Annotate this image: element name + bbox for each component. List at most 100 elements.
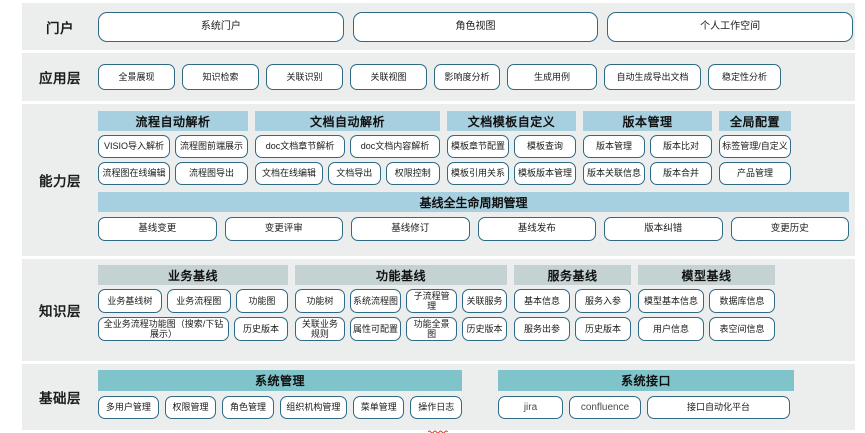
cap-group-version-mgmt: 版本管理 版本管理 版本比对 版本关联信息 版本合并 [583,111,712,185]
kn-pill-business-baseline-tree[interactable]: 业务基线树 [98,289,162,313]
kn-pill-subprocess-mgmt[interactable]: 子流程管理 [406,289,458,313]
kn-pill-history-version[interactable]: 历史版本 [575,317,631,341]
cap-pill-flow-online-edit[interactable]: 流程图在线编辑 [98,162,170,185]
baseline-item-version-correction[interactable]: 版本纠错 [604,217,723,241]
baseline-lifecycle-block: 基线全生命周期管理 基线变更 变更评审 基线修订 基线发布 版本纠错 变更历史 [98,192,849,241]
app-item-knowledge-search[interactable]: 知识检索 [182,64,259,90]
app-item-panorama[interactable]: 全景展现 [98,64,175,90]
foundation-body: 系统管理 多用户管理 权限管理 角色管理 组织机构管理 菜单管理 操作日志 系统… [98,364,855,433]
portal-items: 系统门户 角色视图 个人工作空间 [98,11,855,42]
kn-pill-function-tree[interactable]: 功能树 [295,289,345,313]
layer-application: 应用层 全景展现 知识检索 关联识别 关联视图 影响度分析 生成用例 自动生成导… [22,53,855,101]
portal-item-role-view[interactable]: 角色视图 [352,11,599,42]
kn-pill-related-business-rule[interactable]: 关联业务规则 [295,317,345,341]
cap-group-doc-parsing: 文档自动解析 doc文档章节解析 doc文档内容解析 文档在线编辑 文档导出 权… [255,111,440,185]
baseline-item-change[interactable]: 基线变更 [98,217,217,241]
cap-pill-flow-frontend-display[interactable]: 流程图前端展示 [175,135,248,158]
cap-pill-template-chapter-config[interactable]: 模板章节配置 [447,135,509,158]
cap-pill-template-query[interactable]: 模板查询 [514,135,576,158]
cap-group-title: 文档模板自定义 [447,111,576,131]
kn-pill-user-info[interactable]: 用户信息 [638,317,704,341]
baseline-lifecycle-title: 基线全生命周期管理 [98,192,849,212]
kn-group-title: 模型基线 [638,265,775,285]
cap-pill-doc-content-parse[interactable]: doc文档内容解析 [350,135,440,158]
kn-pill-function-chart[interactable]: 功能图 [235,289,288,313]
kn-pill-attribute-configurable[interactable]: 属性可配置 [349,317,402,341]
kn-pill-service-output-params[interactable]: 服务出参 [514,317,570,341]
cap-group-title: 流程自动解析 [98,111,248,131]
layer-label-capability: 能力层 [39,174,81,189]
baseline-item-revision[interactable]: 基线修订 [351,217,470,241]
kn-pill-tablespace-info[interactable]: 表空间信息 [709,317,775,341]
kn-pill-service-input-params[interactable]: 服务入参 [575,289,631,313]
base-pill-multi-user-mgmt[interactable]: 多用户管理 [98,396,159,419]
kn-pill-system-flow-chart[interactable]: 系统流程图 [349,289,402,313]
baseline-item-change-review[interactable]: 变更评审 [224,217,343,241]
capability-body: 流程自动解析 VISIO导入解析 流程图前端展示 流程图在线编辑 流程图导出 [98,104,855,256]
kn-pill-model-basic-info[interactable]: 模型基本信息 [638,289,704,313]
cap-pill-version-relation-info[interactable]: 版本关联信息 [583,162,645,185]
cap-group-title: 全局配置 [719,111,791,131]
layer-label-application: 应用层 [39,71,81,86]
kn-group-service-baseline: 服务基线 基本信息 服务入参 服务出参 历史版本 [514,265,631,341]
base-pill-confluence[interactable]: confluence [569,396,641,419]
cap-pill-tag-mgmt-custom[interactable]: 标签管理/自定义 [719,135,791,158]
application-items: 全景展现 知识检索 关联识别 关联视图 影响度分析 生成用例 自动生成导出文档 … [98,64,855,90]
cap-pill-product-mgmt[interactable]: 产品管理 [719,162,791,185]
layer-knowledge: 知识层 业务基线 业务基线树 业务流程图 功能图 全业务流程功能图（搜索/下钻展… [22,259,855,361]
app-item-stability-analysis[interactable]: 稳定性分析 [708,64,781,90]
kn-group-model-baseline: 模型基线 模型基本信息 数据库信息 用户信息 表空间信息 [638,265,775,341]
kn-pill-function-panorama[interactable]: 功能全景图 [406,317,458,341]
app-item-relation-recognition[interactable]: 关联识别 [266,64,343,90]
base-group-system-mgmt: 系统管理 多用户管理 权限管理 角色管理 组织机构管理 菜单管理 操作日志 [98,370,462,419]
cap-pill-doc-online-edit[interactable]: 文档在线编辑 [255,162,324,185]
cap-pill-version-compare[interactable]: 版本比对 [650,135,712,158]
layer-label-knowledge: 知识层 [39,304,81,319]
cap-pill-doc-chapter-parse[interactable]: doc文档章节解析 [255,135,345,158]
cap-group-title: 文档自动解析 [255,111,440,131]
cap-pill-permission-control[interactable]: 权限控制 [385,162,440,185]
layer-label-foundation: 基础层 [39,391,81,406]
base-pill-menu-mgmt[interactable]: 菜单管理 [353,396,405,419]
kn-pill-database-info[interactable]: 数据库信息 [709,289,775,313]
capability-groups: 流程自动解析 VISIO导入解析 流程图前端展示 流程图在线编辑 流程图导出 [98,111,849,185]
kn-group-title: 服务基线 [514,265,631,285]
cap-group-process-parsing: 流程自动解析 VISIO导入解析 流程图前端展示 流程图在线编辑 流程图导出 [98,111,248,185]
app-item-auto-export-doc[interactable]: 自动生成导出文档 [604,64,701,90]
jira-label: jira [523,401,538,413]
app-item-impact-analysis[interactable]: 影响度分析 [434,64,500,90]
base-group-title: 系统接口 [498,370,794,391]
kn-pill-history-version[interactable]: 历史版本 [234,317,288,341]
kn-pill-related-service[interactable]: 关联服务 [462,289,507,313]
baseline-item-change-history[interactable]: 变更历史 [730,217,849,241]
baseline-lifecycle-items: 基线变更 变更评审 基线修订 基线发布 版本纠错 变更历史 [98,217,849,241]
kn-pill-basic-info[interactable]: 基本信息 [514,289,570,313]
cap-pill-version-mgmt[interactable]: 版本管理 [583,135,645,158]
kn-pill-full-business-flow-function-chart[interactable]: 全业务流程功能图（搜索/下钻展示） [98,317,229,341]
cap-pill-version-merge[interactable]: 版本合并 [650,162,712,185]
layer-portal: 门户 系统门户 角色视图 个人工作空间 [22,3,855,50]
cap-pill-doc-export[interactable]: 文档导出 [328,162,381,185]
layer-foundation: 基础层 系统管理 多用户管理 权限管理 角色管理 组织机构管理 菜单管理 操作日… [22,364,855,433]
base-pill-operation-log[interactable]: 操作日志 [410,396,462,419]
cap-pill-flow-export[interactable]: 流程图导出 [175,162,248,185]
base-pill-role-mgmt[interactable]: 角色管理 [222,396,274,419]
cap-pill-visio-import[interactable]: VISIO导入解析 [98,135,170,158]
app-item-relation-view[interactable]: 关联视图 [350,64,427,90]
knowledge-groups: 业务基线 业务基线树 业务流程图 功能图 全业务流程功能图（搜索/下钻展示） 历… [98,265,849,341]
portal-item-personal-workspace[interactable]: 个人工作空间 [607,11,854,42]
kn-pill-history-version[interactable]: 历史版本 [462,317,507,341]
base-pill-permission-mgmt[interactable]: 权限管理 [164,396,217,419]
app-item-generate-cases[interactable]: 生成用例 [507,64,597,90]
cap-pill-template-reference[interactable]: 模板引用关系 [447,162,509,185]
base-pill-jira[interactable]: jira [427,396,563,433]
base-group-system-interface: 系统接口 jira confluence 接口自动化平台 [427,370,794,433]
foundation-groups: 系统管理 多用户管理 权限管理 角色管理 组织机构管理 菜单管理 操作日志 系统… [98,370,849,433]
kn-pill-business-flow-chart[interactable]: 业务流程图 [166,289,231,313]
base-pill-org-structure-mgmt[interactable]: 组织机构管理 [279,396,347,419]
baseline-item-release[interactable]: 基线发布 [477,217,596,241]
portal-item-system-portal[interactable]: 系统门户 [98,11,344,42]
base-pill-interface-automation-platform[interactable]: 接口自动化平台 [647,396,790,419]
cap-pill-template-version-mgmt[interactable]: 模板版本管理 [514,162,576,185]
